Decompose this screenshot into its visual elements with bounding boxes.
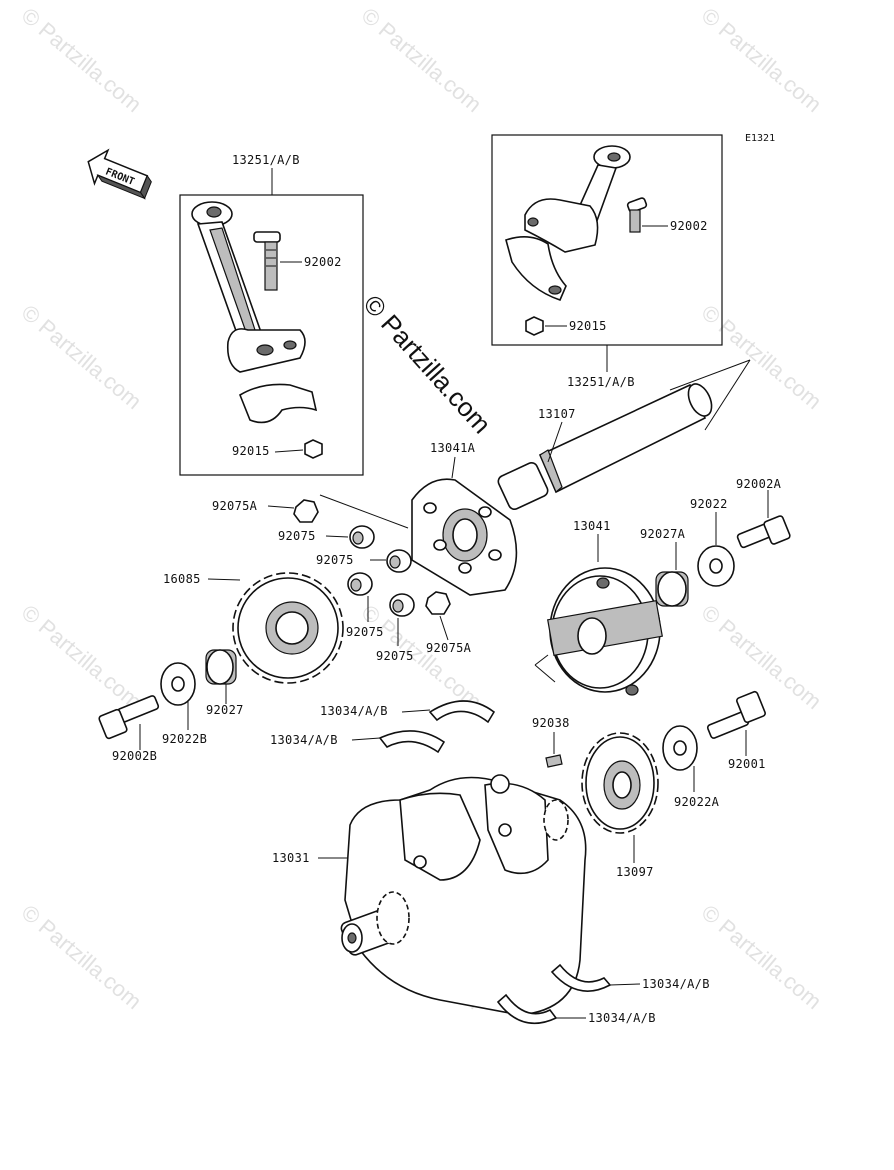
label-bearing-lower-1: 13034/A/B [642,977,710,991]
conrod-left-group: 13251/A/B 92002 92015 [179,153,364,476]
label-bolt-lower: 92001 [728,757,766,771]
conrod-left-cap [239,383,318,424]
bolt-left [98,695,160,740]
roller-1 [349,525,375,549]
label-conrod-right-bolt: 92002 [670,219,708,233]
label-key: 92038 [532,716,570,730]
gear-right [581,732,659,834]
watermark: © Partzilla.com [17,3,147,117]
label-coupling-a: 13041A [430,441,476,455]
label-conrod-left-bolt: 92002 [304,255,342,269]
watermark: © Partzilla.com [17,300,147,414]
conrod-right-group: 92002 92015 13251/A/B [491,134,723,389]
label-roller-1: 92075 [278,529,316,543]
collar-left [205,649,237,685]
label-roller-3: 92075 [346,625,384,639]
bearing-upper-1 [428,700,496,724]
label-roller-2: 92075 [316,553,354,567]
label-conrod-left-assy: 13251/A/B [232,153,300,167]
bearing-lower-1 [550,963,612,992]
collar-right [655,571,689,607]
label-bearing-upper-2: 13034/A/B [270,733,338,747]
watermark: © Partzilla.com [697,300,827,414]
label-bolt-right: 92002A [736,477,782,491]
label-washer-left: 92022B [162,732,207,746]
coupling-a [411,478,518,596]
key [545,754,563,768]
center-watermark: © Partzilla.com [358,289,498,439]
label-conrod-left-nut: 92015 [232,444,270,458]
conrod-left-bolt [253,231,281,291]
label-bearing-lower-2: 13034/A/B [588,1011,656,1025]
watermark: © Partzilla.com [697,900,827,1014]
bearing-lower-2 [496,993,558,1025]
watermark: © Partzilla.com [17,900,147,1014]
label-washer-lower: 92022A [674,795,720,809]
bearing-upper-2 [378,730,446,754]
label-conrod-right-assy: 13251/A/B [567,375,635,389]
conrod-right-bolt [626,197,648,233]
coupling [534,567,663,696]
conrod-right [505,145,631,301]
bolt-right [736,515,791,549]
label-gear-right: 13097 [616,865,654,879]
label-bearing-upper-1: 13034/A/B [320,704,388,718]
roller-a2 [425,591,451,615]
label-washer-right: 92022 [690,497,728,511]
conrod-left-nut [304,439,323,459]
conrod-right-nut [525,316,544,336]
label-coupling: 13041 [573,519,611,533]
conrod-left [191,201,306,373]
label-crankshaft: 13031 [272,851,310,865]
roller-2 [386,549,412,573]
diagram-code: E1321 [745,133,775,144]
washer-right [697,545,735,587]
watermark: © Partzilla.com [697,3,827,117]
bolt-lower [706,690,766,739]
watermark: © Partzilla.com [357,3,487,117]
label-shaft: 13107 [538,407,576,421]
label-collar-right: 92027A [640,527,686,541]
shaft [497,359,751,511]
label-roller-4: 92075 [376,649,414,663]
watermark: © Partzilla.com [697,600,827,714]
label-gear-left: 16085 [163,572,201,586]
label-conrod-right-nut: 92015 [569,319,607,333]
crankshaft [340,774,587,1016]
watermark: © Partzilla.com [17,600,147,714]
label-collar-left: 92027 [206,703,244,717]
label-roller-a2: 92075A [426,641,472,655]
front-arrow-icon: FRONT [87,148,152,200]
label-roller-a1: 92075A [212,499,258,513]
washer-lower [662,725,698,771]
roller-3 [347,572,373,596]
roller-4 [389,593,415,617]
washer-left [160,662,196,706]
gear-left [232,572,344,684]
label-bolt-left: 92002B [112,749,157,763]
roller-a1 [293,499,319,523]
